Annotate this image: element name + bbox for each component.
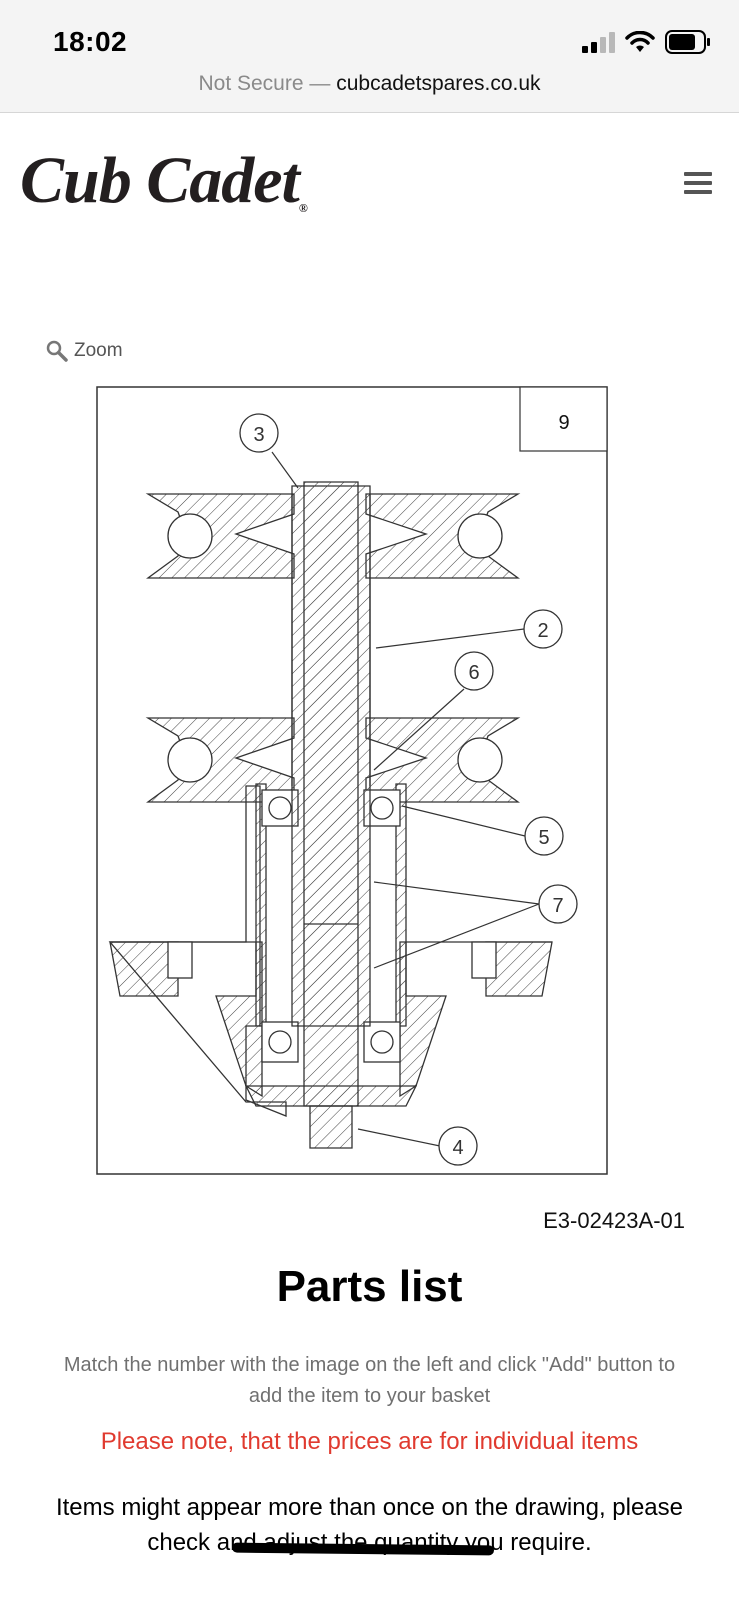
spindle-shaft xyxy=(291,481,371,1149)
page-number-box xyxy=(519,386,608,452)
spindle-exploded-diagram[interactable]: 9 xyxy=(96,386,616,1176)
callout-3[interactable]: 3 xyxy=(239,413,279,453)
callout-4-label: 4 xyxy=(452,1137,463,1159)
address-bar[interactable]: Not Secure — cubcadetspares.co.uk xyxy=(0,72,739,96)
callout-5[interactable]: 5 xyxy=(524,816,564,856)
page-number: 9 xyxy=(558,412,569,434)
cub-cadet-logo[interactable]: Cub Cadet® xyxy=(20,148,308,215)
diagram-code: E3-02423A-01 xyxy=(543,1208,685,1233)
upper-pulley xyxy=(145,493,521,579)
zoom-button[interactable]: Zoom xyxy=(46,340,123,362)
logo-text: Cub Cadet xyxy=(20,144,300,217)
leader-lines xyxy=(271,451,540,1147)
battery-icon xyxy=(665,30,710,54)
callout-4[interactable]: 4 xyxy=(438,1126,478,1166)
menu-bar-icon xyxy=(684,190,712,194)
callout-2-label: 2 xyxy=(537,620,548,642)
callout-7-label: 7 xyxy=(552,895,563,917)
menu-bar-icon xyxy=(684,181,712,185)
status-time: 18:02 xyxy=(53,26,128,57)
lower-pulley xyxy=(145,717,521,803)
spindle-housing xyxy=(108,783,553,1117)
callout-6-label: 6 xyxy=(468,662,479,684)
browser-status-bar: 18:02 Not Secure — cubcadetspares.co.uk xyxy=(0,0,739,113)
parts-list-title: Parts list xyxy=(276,1262,463,1311)
callout-7[interactable]: 7 xyxy=(538,884,578,924)
wifi-icon xyxy=(625,31,655,52)
callout-6[interactable]: 6 xyxy=(454,651,494,691)
hamburger-menu-icon[interactable] xyxy=(684,172,712,196)
registered-mark-icon: ® xyxy=(298,201,308,215)
url-domain: cubcadetspares.co.uk xyxy=(336,72,541,95)
callout-3-label: 3 xyxy=(253,424,264,446)
menu-bar-icon xyxy=(684,172,712,176)
url-separator: — xyxy=(303,72,337,95)
security-label: Not Secure xyxy=(198,72,304,95)
signal-icon xyxy=(582,32,615,53)
parts-instructions: Match the number with the image on the l… xyxy=(63,1354,676,1407)
zoom-label: Zoom xyxy=(74,340,123,361)
price-notice: Please note, that the prices are for ind… xyxy=(100,1428,639,1455)
callout-5-label: 5 xyxy=(538,827,549,849)
system-icons xyxy=(581,30,711,54)
magnifier-icon xyxy=(46,340,68,362)
callout-2[interactable]: 2 xyxy=(523,609,563,649)
